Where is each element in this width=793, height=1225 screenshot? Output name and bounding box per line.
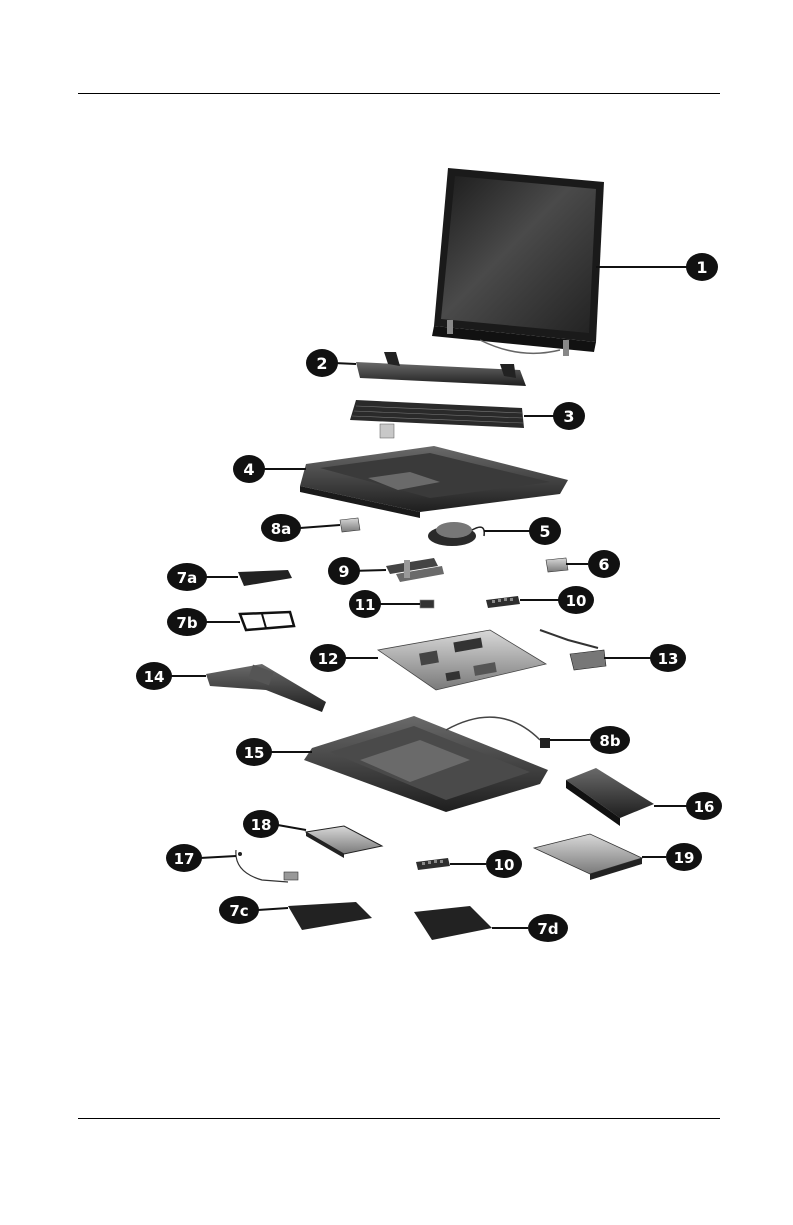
callout-3: 3 [553,402,585,430]
callout-label: 13 [658,650,679,668]
heat-sink-part [386,558,444,582]
callout-label: 7a [177,569,198,587]
callout-6: 6 [588,550,620,578]
callout-label: 17 [174,850,195,868]
callout-label: 7c [229,902,248,920]
optical-drive-part [534,834,642,880]
callout-14: 14 [136,662,172,690]
callout-9: 9 [328,557,360,585]
callout-label: 12 [318,650,339,668]
callout-label: 8a [271,520,292,538]
callout-label: 19 [674,849,695,867]
callout-label: 11 [355,596,376,614]
callout-label: 7d [537,920,558,938]
pc-card-cover-part [238,570,292,586]
callout-label: 9 [338,562,349,581]
callout-label: 6 [598,555,609,574]
callout-label: 15 [244,744,265,762]
callout-15: 15 [236,738,272,766]
callout-7c: 7c [219,896,259,924]
power-connector-part [540,630,606,670]
callout-13: 13 [650,644,686,672]
memory-module-lower-part [416,858,450,870]
callout-8b: 8b [590,726,630,754]
switch-cover-part [356,352,526,386]
callout-4: 4 [233,455,265,483]
callout-11: 11 [349,590,381,618]
callout-17: 17 [166,844,202,872]
processor-part [420,600,434,608]
callout-label: 2 [316,354,327,373]
speaker-assembly-part [206,664,326,712]
hard-drive-cover-part [288,902,372,930]
callout-2: 2 [306,349,338,377]
pc-card-frame-part [240,612,294,630]
callout-10-lower: 10 [486,850,522,878]
keyboard-part [350,400,524,438]
memory-cover-part [414,906,492,940]
callout-label: 10 [566,592,587,610]
callout-label: 18 [251,816,272,834]
callout-10-upper: 10 [558,586,594,614]
callout-16: 16 [686,792,722,820]
battery-pack-part [566,768,654,826]
callout-8a: 8a [261,514,301,542]
callout-18: 18 [243,810,279,838]
callout-7d: 7d [528,914,568,942]
system-board-part [378,630,546,690]
callout-label: 14 [144,668,165,686]
callout-label: 7b [176,614,197,632]
wlan-module-part [340,518,360,532]
fan-part [428,522,484,546]
hard-drive-part [306,826,382,858]
bluetooth-module-part [236,850,298,882]
display-assembly-part [432,168,604,356]
top-cover-part [300,446,568,518]
base-enclosure-part [304,716,550,812]
callout-label: 4 [243,460,254,479]
callout-5: 5 [529,517,561,545]
callout-label: 16 [694,798,715,816]
memory-module-upper-part [486,596,520,608]
callout-label: 3 [563,407,574,426]
callout-label: 5 [539,522,550,541]
callout-label: 8b [599,732,620,750]
callout-7a: 7a [167,563,207,591]
callout-7b: 7b [167,608,207,636]
callout-1: 1 [686,253,718,281]
callout-19: 19 [666,843,702,871]
callout-label: 10 [494,856,515,874]
callout-12: 12 [310,644,346,672]
modem-module-part [546,558,568,572]
callout-label: 1 [696,258,707,277]
